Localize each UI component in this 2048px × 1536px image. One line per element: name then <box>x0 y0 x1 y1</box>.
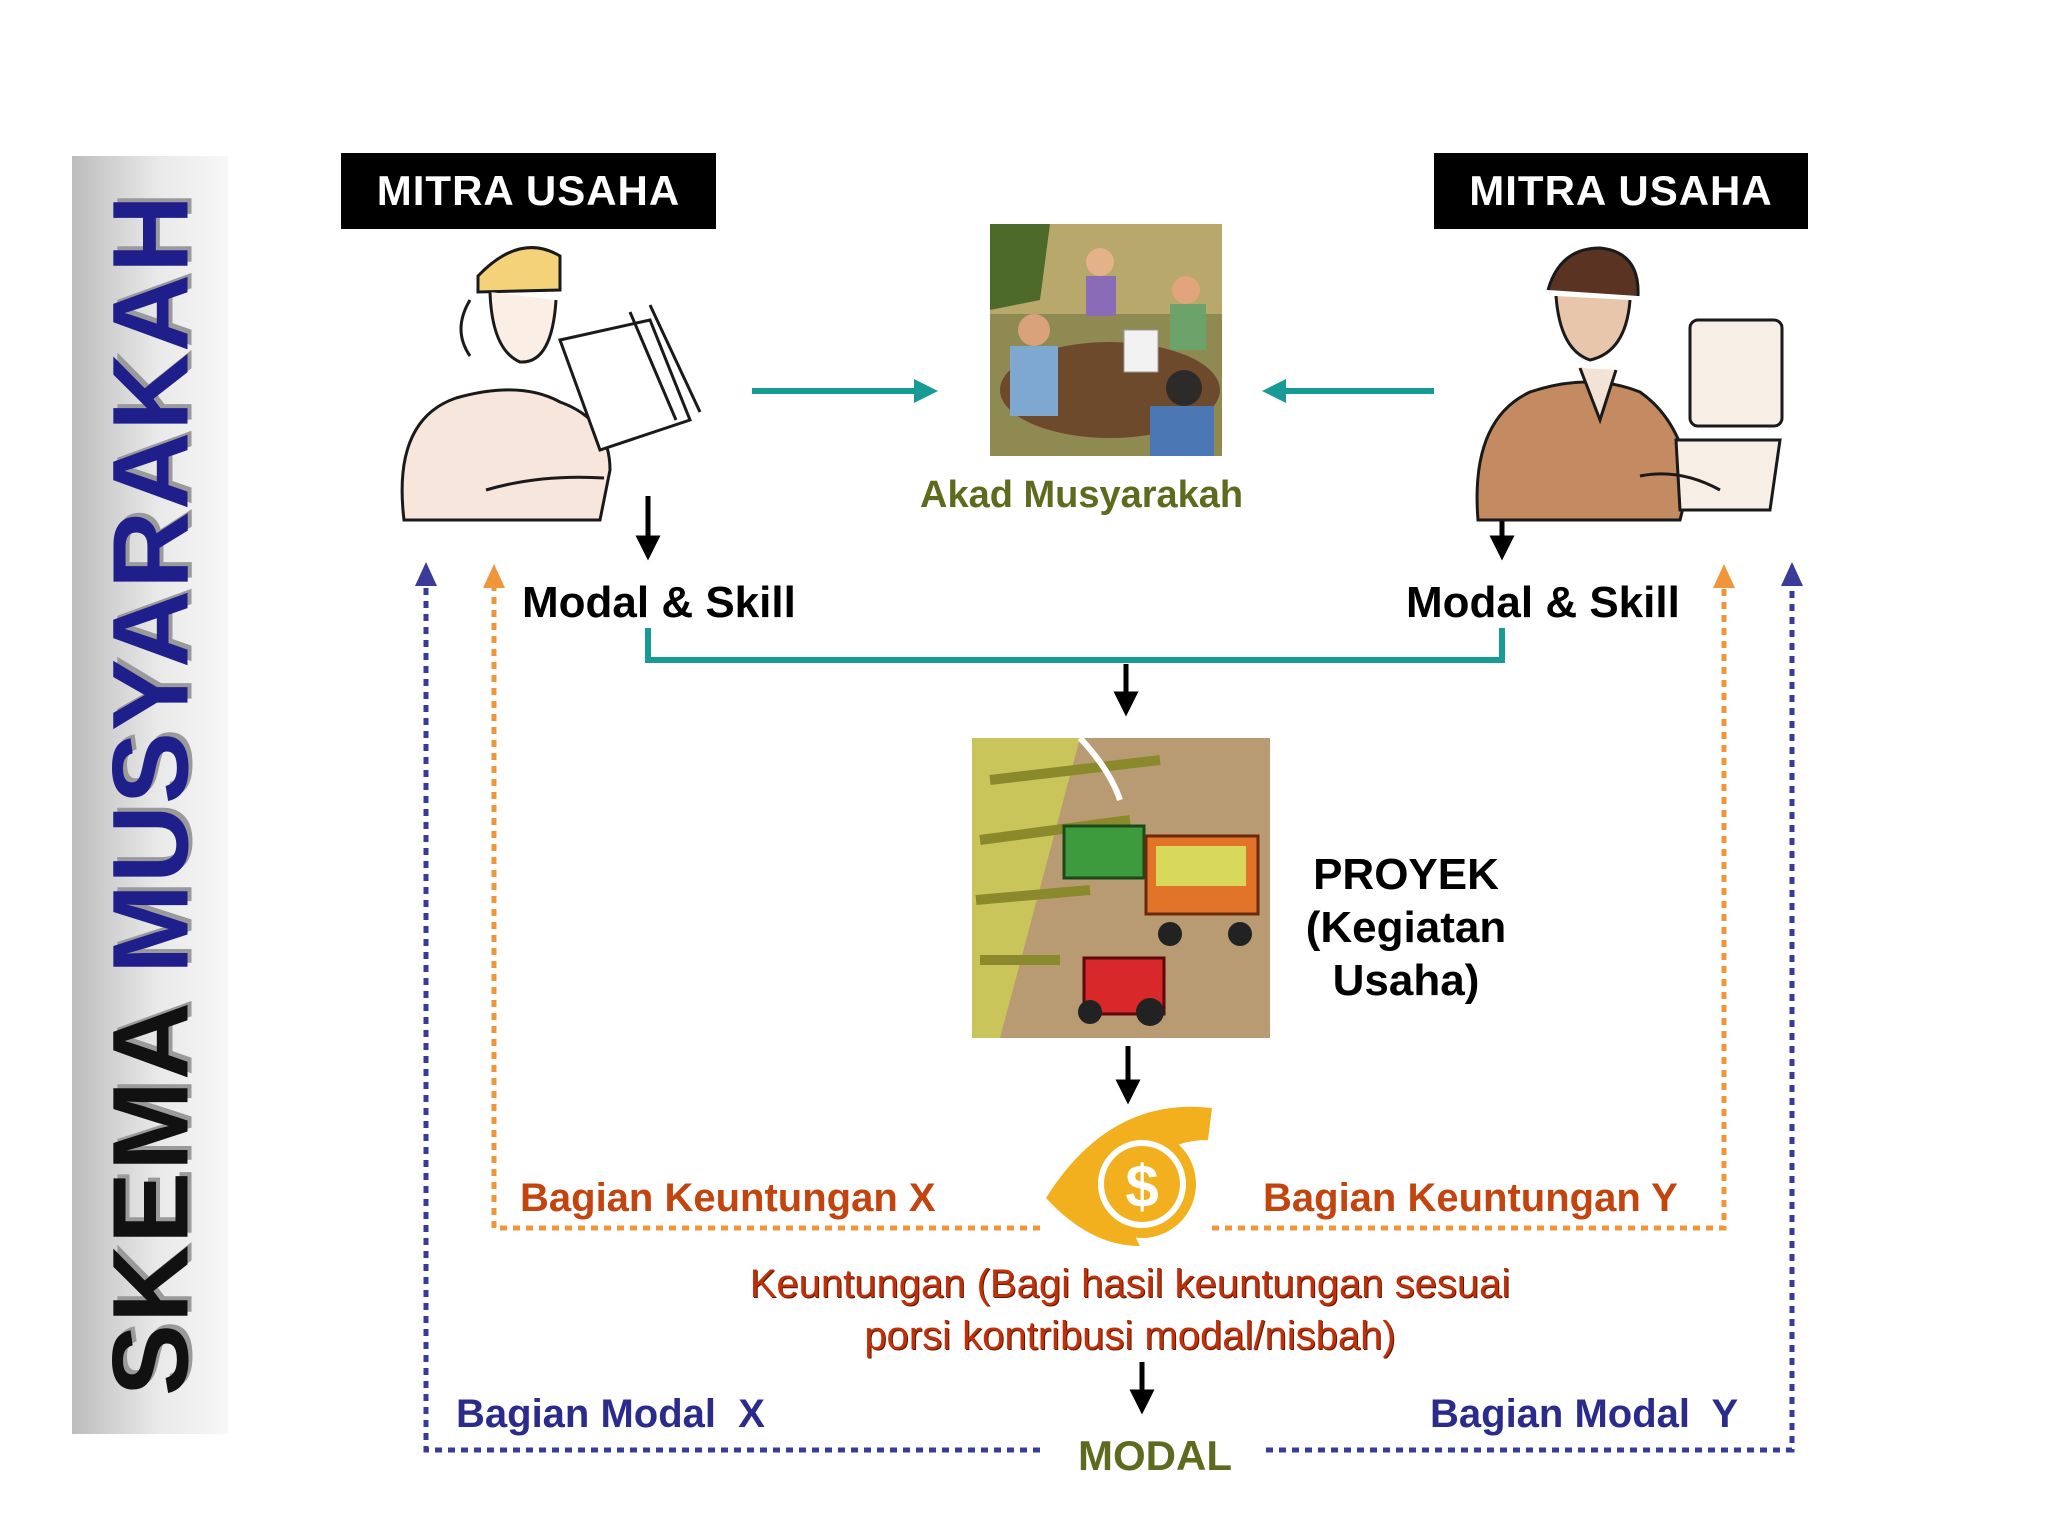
capital-return-path-right <box>1266 562 1803 1453</box>
profit-description: Keuntungan (Bagi hasil keuntungan sesuai… <box>749 1262 1511 1358</box>
capital-share-x-label: Bagian Modal X <box>456 1392 765 1436</box>
project-label: PROYEK (Kegiatan Usaha) <box>1305 850 1507 1005</box>
capital-share-y-label: Bagian Modal Y <box>1430 1392 1739 1436</box>
partner-left-label: MITRA USAHA <box>341 153 716 229</box>
profit-share-x-label: Bagian Keuntungan X <box>520 1176 936 1220</box>
profit-return-path-left <box>483 564 1040 1231</box>
teal-arrow-left <box>752 379 938 403</box>
contribution-right-label: Modal & Skill <box>1406 578 1680 627</box>
contribution-left-label: Modal & Skill <box>522 578 796 627</box>
teal-arrow-right <box>1262 379 1434 403</box>
profit-share-y-label: Bagian Keuntungan Y <box>1263 1176 1678 1220</box>
partner-right-label: MITRA USAHA <box>1434 153 1808 229</box>
profit-return-path-right <box>1212 564 1735 1231</box>
teal-merge-bracket <box>645 628 1505 663</box>
side-banner <box>72 156 228 1434</box>
capital-label: MODAL <box>1078 1432 1232 1479</box>
capital-return-path-left <box>415 562 1040 1453</box>
contract-label: Akad Musyarakah <box>920 474 1244 516</box>
